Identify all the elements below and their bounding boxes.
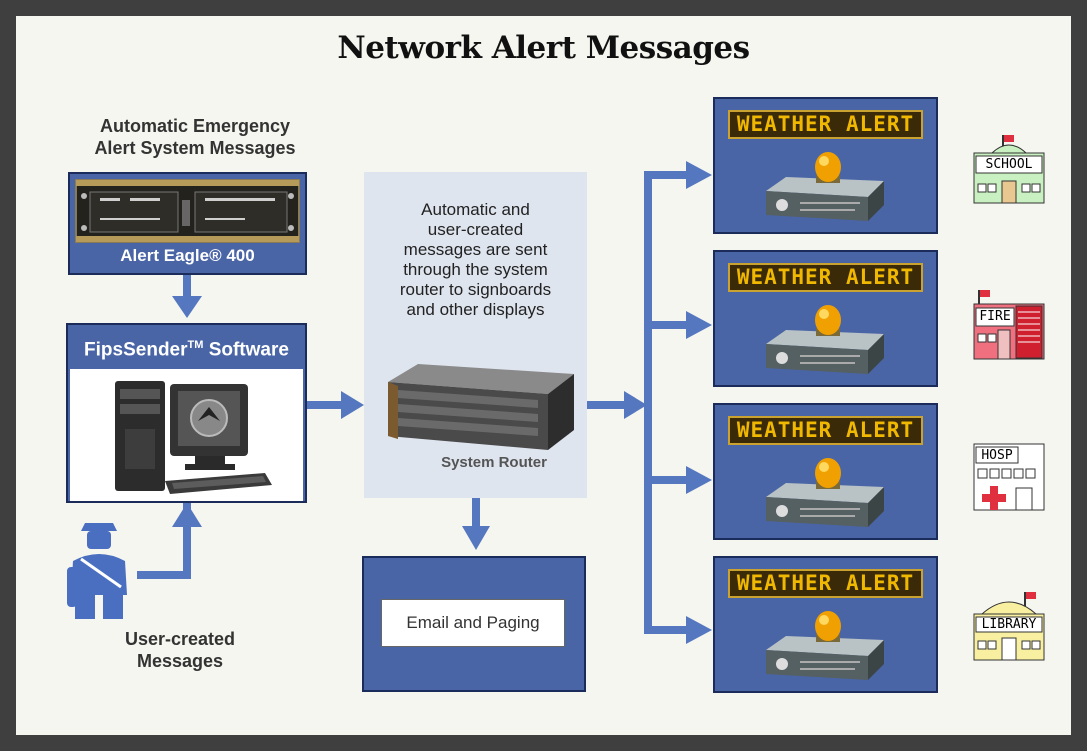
user-messages-label: User-created Messages (90, 628, 270, 672)
fipssender-image-area (70, 369, 303, 501)
fipssender-name: FipsSender (84, 339, 188, 361)
signboard-box-1: WEATHER ALERT (713, 97, 938, 234)
email-paging-box: Email and Paging (362, 556, 586, 692)
fipssender-tm: TM (187, 339, 204, 351)
beacon-device-icon (766, 611, 884, 680)
arrow-to-email (462, 526, 490, 550)
page-title: Network Alert Messages (337, 30, 750, 66)
router-desc-line5: router to signboards (399, 280, 552, 299)
arrow-to-router (341, 391, 364, 419)
arrow-to-sign4 (686, 616, 712, 644)
beacon-device-icon (766, 152, 884, 221)
auto-messages-label-line2: Alert System Messages (94, 138, 296, 158)
router-desc-line2: user-created (427, 220, 524, 239)
fire-label: FIRE (979, 309, 1011, 324)
school-label: SCHOOL (985, 157, 1033, 172)
library-icon: LIBRARY (972, 590, 1046, 662)
signboard-text-2: WEATHER ALERT (728, 263, 923, 292)
signboard-box-4: WEATHER ALERT (713, 556, 938, 693)
alert-eagle-device-icon (75, 179, 300, 243)
user-messages-label-line2: Messages (136, 651, 224, 671)
alert-eagle-label: Alert Eagle® 400 (120, 246, 255, 265)
school-icon: SCHOOL (972, 133, 1046, 205)
fipssender-title: FipsSenderTM Software (68, 325, 305, 365)
library-label: LIBRARY (981, 617, 1037, 632)
arrow-to-sign1 (686, 161, 712, 189)
arrow-user-to-fipssender (172, 503, 202, 527)
alert-eagle-box: Alert Eagle® 400 (68, 172, 307, 275)
signboard-box-3: WEATHER ALERT (713, 403, 938, 540)
router-desc-line6: and other displays (406, 300, 545, 319)
router-device-icon (388, 364, 574, 450)
signboard-box-2: WEATHER ALERT (713, 250, 938, 387)
fipssender-box: FipsSenderTM Software (66, 323, 307, 503)
router-label: System Router (441, 454, 547, 471)
beacon-device-icon (766, 458, 884, 527)
router-desc-line1: Automatic and (421, 200, 530, 219)
hospital-label: HOSP (981, 448, 1013, 463)
fipssender-suffix: Software (203, 339, 289, 361)
auto-messages-label-line1: Automatic Emergency (99, 116, 291, 136)
router-panel: Automatic and user-created messages are … (364, 172, 587, 498)
router-desc-line3: messages are sent (403, 240, 548, 259)
signboard-text-3: WEATHER ALERT (728, 416, 923, 445)
beacon-device-icon (766, 305, 884, 374)
person-icon (67, 523, 127, 619)
arrow-to-sign3 (686, 466, 712, 494)
fire-station-icon: FIRE (972, 288, 1046, 360)
arrow-to-bus (624, 391, 647, 419)
arrow-eagle-to-fipssender (172, 296, 202, 318)
router-desc-line4: through the system (403, 260, 548, 279)
email-paging-label: Email and Paging (381, 599, 565, 647)
signboard-text-4: WEATHER ALERT (728, 569, 923, 598)
computer-icon (115, 381, 272, 494)
router-description: Automatic and user-created messages are … (364, 200, 587, 320)
auto-messages-label: Automatic Emergency Alert System Message… (45, 115, 345, 159)
arrow-to-sign2 (686, 311, 712, 339)
user-messages-label-line1: User-created (124, 629, 236, 649)
signboard-text-1: WEATHER ALERT (728, 110, 923, 139)
hospital-icon: HOSP (972, 440, 1046, 512)
